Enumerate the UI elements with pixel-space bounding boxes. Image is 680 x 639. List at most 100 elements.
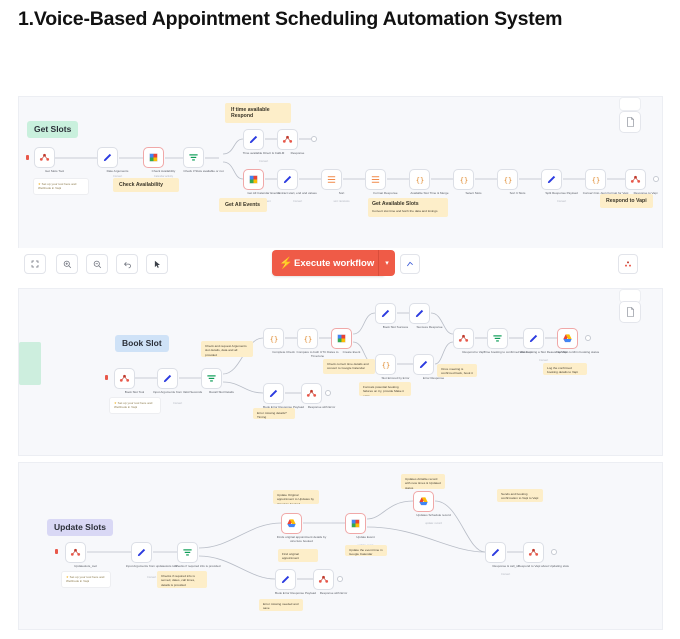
panel1-document-button[interactable] xyxy=(619,111,641,133)
google-calendar-icon xyxy=(337,334,346,343)
node-check-if-slots-available[interactable] xyxy=(183,147,204,168)
sticky-note-update-original[interactable]: Update Original appointment to Updates b… xyxy=(273,490,319,504)
filter-icon xyxy=(493,335,502,342)
zoom-out-button[interactable] xyxy=(86,254,108,274)
node-slot-errored[interactable]: {} xyxy=(375,354,396,375)
pointer-tool-button[interactable] xyxy=(146,254,168,274)
node-label: Finds original appointment details by st… xyxy=(276,535,327,543)
sticky-note-error-missing-3[interactable]: Error missing needed and save xyxy=(259,599,303,611)
sticky-note-booking-failures[interactable]: Formats potential booking failures on tr… xyxy=(359,382,411,396)
code-braces-icon: {} xyxy=(591,176,599,184)
node-label: Response to Vapi xyxy=(633,191,658,195)
node-response-with-error[interactable] xyxy=(301,383,322,404)
node-sort-it-slots[interactable]: {} xyxy=(497,169,518,190)
node-label: Updates Schedule record xyxy=(416,513,451,517)
sticky-note-convert-gcal[interactable]: Check correct time details and convert t… xyxy=(323,359,375,374)
sticky-hint-setup-2[interactable]: ★ Set up your tool here and Webhook in V… xyxy=(109,397,161,414)
sticky-note-checks-required[interactable]: Checks if required info is served, dates… xyxy=(157,571,207,588)
node-select-slots[interactable]: {} xyxy=(453,169,474,190)
node-label: Response & call_id xyxy=(492,564,519,568)
workflow-canvas-update-slots[interactable]: Update Slots Updateslots_tool Input Argu… xyxy=(18,462,663,630)
sticky-note-get-all-events[interactable]: Get All Events xyxy=(219,198,267,213)
node-compare-utc-timezone[interactable]: {} xyxy=(297,328,318,349)
sticky-note-meeting-confirmed[interactable]: Once meeting is confirmed back, book it xyxy=(437,364,477,377)
node-input-arguments-update[interactable] xyxy=(131,542,152,563)
branch-endcap xyxy=(337,576,343,582)
node-response-call-id[interactable] xyxy=(485,542,506,563)
node-respond-to-vapi-3[interactable] xyxy=(523,542,544,563)
node-create-event[interactable] xyxy=(331,328,352,349)
sticky-hint-setup[interactable]: ★ Set up your tool here and Webhook in V… xyxy=(33,178,89,195)
sticky-note-update-gcal[interactable]: Update the event time in Google Calendar xyxy=(345,545,387,556)
execute-workflow-button[interactable]: ⚡ Execute workflow xyxy=(272,250,385,276)
sticky-note-if-time-available[interactable]: If time available Respond xyxy=(225,103,291,124)
execute-workflow-dropdown[interactable]: ▾ xyxy=(378,250,395,276)
node-label: Recall Slot Details xyxy=(209,390,234,394)
panel1-ghost-button[interactable] xyxy=(619,97,641,111)
node-book-slot-success[interactable] xyxy=(375,303,396,324)
node-complete-check[interactable]: {} xyxy=(263,328,284,349)
node-extract-start-end[interactable] xyxy=(277,169,298,190)
zoom-in-button[interactable] xyxy=(56,254,78,274)
node-response[interactable] xyxy=(277,129,298,150)
node-checks-required-info[interactable] xyxy=(177,542,198,563)
panel1-extra-button[interactable] xyxy=(618,254,638,274)
node-book-slot-tool[interactable] xyxy=(114,368,135,389)
sticky-note-respond-to-vapi[interactable]: Respond to Vapi xyxy=(600,194,653,209)
node-sort[interactable] xyxy=(321,169,342,190)
node-time-booking-confirmed[interactable] xyxy=(487,328,508,349)
node-respond-to-vapi-2[interactable] xyxy=(453,328,474,349)
node-time-available-direct[interactable] xyxy=(243,129,264,150)
node-updates-schedule-record[interactable] xyxy=(413,491,434,512)
sticky-green-block[interactable] xyxy=(19,342,41,385)
pencil-icon xyxy=(491,548,500,557)
node-vapi-slot-confirm[interactable] xyxy=(557,328,578,349)
node-label: Success Response xyxy=(416,325,443,329)
node-split-response-payload[interactable] xyxy=(541,169,562,190)
sticky-note-check-arguments[interactable]: Check and request Arguments slot details… xyxy=(201,341,253,357)
tidy-up-button[interactable] xyxy=(400,254,420,274)
code-braces-icon: {} xyxy=(459,176,467,184)
panel2-document-button[interactable] xyxy=(619,301,641,323)
sticky-note-get-available-slots[interactable]: Get Available Slots Convert slot time an… xyxy=(368,198,448,217)
node-format-response[interactable] xyxy=(365,169,386,190)
share-icon xyxy=(625,261,631,267)
sticky-note-sends-confirmation[interactable]: Sends and booking confirmation to Vapi t… xyxy=(497,489,543,502)
node-book-error-response-payload-3[interactable] xyxy=(275,569,296,590)
sticky-note-log-booking[interactable]: Log the confirmed booking details to Vap… xyxy=(543,363,587,375)
node-error-response[interactable] xyxy=(413,354,434,375)
node-success-response[interactable] xyxy=(409,303,430,324)
workflow-toolbar[interactable]: ⚡ Execute workflow ▾ xyxy=(18,248,663,288)
node-label: Check if Slots available or not xyxy=(183,169,224,173)
sticky-note-find-original[interactable]: Find original appointment xyxy=(278,549,318,562)
workflow-canvas-book-slot[interactable]: Book Slot Book Slot Tool Input Arguments… xyxy=(18,288,663,456)
n8n-trigger-icon xyxy=(306,389,317,397)
node-book-error-response-payload[interactable] xyxy=(263,383,284,404)
node-response-with-error-3[interactable] xyxy=(313,569,334,590)
fit-to-view-button[interactable] xyxy=(24,254,46,274)
node-available-slot-time[interactable]: {} xyxy=(409,169,430,190)
node-was-booking-slot-reason[interactable] xyxy=(523,328,544,349)
node-date-arguments[interactable] xyxy=(97,147,118,168)
bolt-icon: ⚡ xyxy=(279,257,293,270)
node-label: Date Arguments xyxy=(106,169,129,173)
node-update-event[interactable] xyxy=(345,513,366,534)
sticky-note-check-availability[interactable]: Check Availability xyxy=(113,178,179,193)
node-response-to-vapi[interactable] xyxy=(625,169,646,190)
pencil-icon xyxy=(103,153,112,162)
node-convert-into-json[interactable]: {} xyxy=(585,169,606,190)
reset-zoom-button[interactable] xyxy=(116,254,138,274)
sticky-hint-setup-3[interactable]: ★ Set up your tool here and Webhook in V… xyxy=(61,571,111,588)
node-get-slots-tool[interactable] xyxy=(34,147,55,168)
google-calendar-icon xyxy=(149,153,158,162)
node-updateslots-tool[interactable] xyxy=(65,542,86,563)
node-input-arguments[interactable] xyxy=(157,368,178,389)
node-recall-slot-details[interactable] xyxy=(201,368,222,389)
trigger-marker xyxy=(26,155,29,160)
node-check-availability[interactable] xyxy=(143,147,164,168)
node-get-all-calendar-events[interactable] xyxy=(243,169,264,190)
sticky-note-error-missing[interactable]: Error missing details? Timing xyxy=(253,408,295,419)
node-finds-original-appointment[interactable] xyxy=(281,513,302,534)
expand-icon xyxy=(31,260,39,268)
sticky-note-updates-airtable[interactable]: Updates Airtable record with new times &… xyxy=(401,474,445,489)
